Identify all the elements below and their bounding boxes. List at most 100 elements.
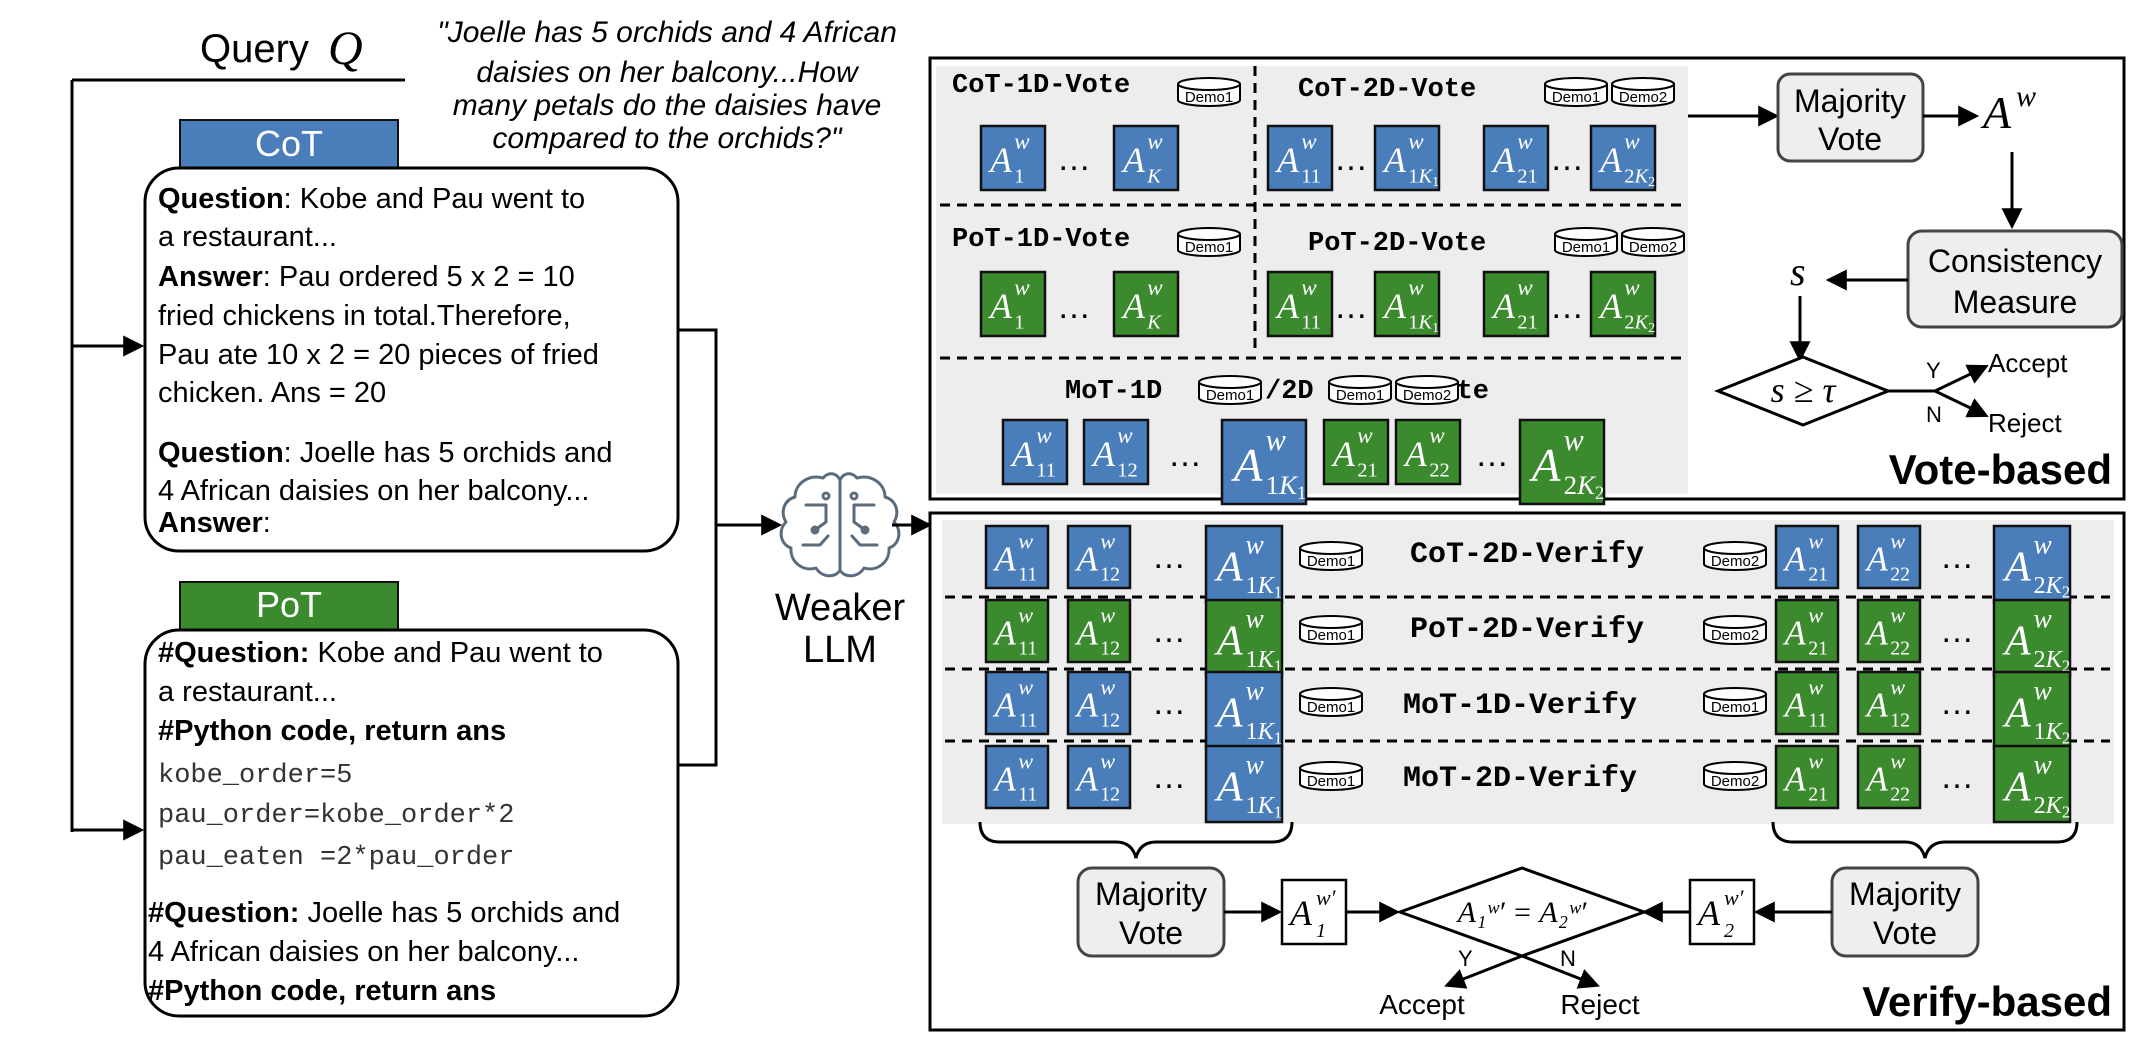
svg-text:Question: Joelle has 5 orchids: Question: Joelle has 5 orchids and — [158, 437, 613, 469]
svg-text:a restaurant...: a restaurant... — [158, 221, 337, 253]
mot2d-demo-left: Demo1 — [1299, 761, 1363, 791]
svg-text:2K2: 2K2 — [2034, 792, 2071, 822]
svg-text:A: A — [2002, 544, 2032, 591]
svg-text:A: A — [1491, 286, 1515, 326]
svg-text:Demo1: Demo1 — [1307, 627, 1355, 644]
condition-label: s ≥ τ — [1771, 370, 1837, 410]
pot2d-demo-right: Demo2 — [1703, 615, 1767, 645]
pot2d-ellipsis-1: … — [1334, 288, 1368, 326]
reject-label-top: Reject — [1988, 408, 2062, 438]
svg-text:1K1: 1K1 — [1246, 792, 1283, 822]
majority-label-1: Majority — [1794, 83, 1906, 119]
svg-text:11: 11 — [1808, 710, 1827, 732]
svg-text:w: w — [2016, 80, 2036, 113]
cot2d-ellipsis-2: … — [1550, 140, 1584, 178]
svg-text:chicken. Ans = 20: chicken. Ans = 20 — [158, 377, 386, 409]
cot2d-ellipsis-1: … — [1334, 140, 1368, 178]
pot2d-demo-left: Demo1 — [1299, 615, 1363, 645]
cot2d-left-ellipsis: … — [1152, 538, 1186, 576]
svg-text:21: 21 — [1517, 311, 1537, 333]
demo2-mot-2d: Demo2 — [1395, 375, 1459, 405]
reject-label-bottom: Reject — [1560, 989, 1640, 1020]
svg-text:Demo1: Demo1 — [1307, 773, 1355, 790]
svg-text:A: A — [1214, 544, 1244, 591]
svg-text:#Question: Kobe and Pau went t: #Question: Kobe and Pau went to — [158, 637, 603, 669]
svg-text:Demo1: Demo1 — [1307, 699, 1355, 716]
svg-text:1: 1 — [1014, 165, 1024, 187]
svg-text:w: w — [1624, 128, 1640, 154]
svg-text:A: A — [1865, 540, 1889, 579]
cot-header-label: CoT — [255, 123, 323, 164]
pot-header-label: PoT — [256, 584, 322, 625]
svg-text:Q: Q — [328, 22, 363, 75]
svg-text:A: A — [1403, 434, 1427, 474]
mot1d-demo-right: Demo1 — [1703, 687, 1767, 717]
arrow-accept-top — [1934, 364, 1989, 393]
cot-prompt-box — [143, 166, 680, 553]
svg-text:w′: w′ — [1724, 885, 1745, 910]
svg-text:Demo2: Demo2 — [1711, 553, 1759, 570]
svg-text:A: A — [1696, 893, 1721, 933]
mot2d-demo-right: Demo2 — [1703, 761, 1767, 791]
cot-prompt-text: Question: Kobe and Pau went to a restaur… — [158, 183, 613, 539]
svg-text:w: w — [2034, 529, 2053, 559]
svg-text:21: 21 — [1357, 459, 1377, 481]
svg-text:w: w — [1890, 674, 1905, 699]
svg-text:Demo1: Demo1 — [1562, 239, 1610, 256]
svg-text:w: w — [1018, 674, 1033, 699]
demo1-pot2d: Demo1 — [1554, 227, 1618, 257]
svg-text:Pau ate 10 x 2 = 20 pieces of: Pau ate 10 x 2 = 20 pieces of fried — [158, 339, 599, 371]
pot-header — [179, 581, 399, 631]
mot-ellipsis-2: … — [1475, 436, 1509, 474]
yes-label-top: Y — [1926, 358, 1941, 383]
svg-text:Demo1: Demo1 — [1206, 387, 1254, 404]
svg-text:2K2: 2K2 — [2034, 572, 2071, 602]
svg-text:w: w — [1246, 749, 1265, 779]
svg-text:A: A — [993, 760, 1017, 799]
svg-text:A: A — [993, 614, 1017, 653]
no-label-bottom: N — [1560, 946, 1576, 971]
arrow-accept-bottom — [1444, 954, 1523, 989]
svg-text:A: A — [1075, 686, 1099, 725]
no-label-top: N — [1926, 402, 1942, 427]
mot2d-left-ellipsis: … — [1152, 758, 1186, 796]
svg-text:Answer: Pau ordered 5 x 2 = 10: Answer: Pau ordered 5 x 2 = 10 — [158, 261, 575, 293]
svg-text:A: A — [1214, 764, 1244, 811]
svg-text:w: w — [1301, 274, 1317, 300]
svg-text:w: w — [1408, 274, 1424, 300]
pot-2d-verify-label: PoT-2D-Verify — [1410, 613, 1644, 647]
yes-label-bottom: Y — [1458, 946, 1473, 971]
svg-text:w: w — [1266, 423, 1286, 457]
mot-vote-label-a: MoT-1D — [1065, 377, 1162, 407]
svg-text:A: A — [993, 686, 1017, 725]
svg-text:daisies on her balcony...How: daisies on her balcony...How — [476, 56, 860, 89]
svg-text:w: w — [1147, 128, 1163, 154]
svg-text:12: 12 — [1890, 710, 1910, 732]
svg-text:11: 11 — [1036, 459, 1056, 481]
svg-text:w: w — [1301, 128, 1317, 154]
svg-text:w: w — [1100, 528, 1115, 553]
pot-2d-vote-label: PoT-2D-Vote — [1308, 229, 1486, 259]
mot-2d-verify-label: MoT-2D-Verify — [1403, 762, 1637, 796]
svg-text:w: w — [1808, 748, 1823, 773]
consistency-label-2: Measure — [1953, 284, 2078, 320]
svg-text:11: 11 — [1018, 784, 1037, 806]
svg-text:pau_order=kobe_order*2: pau_order=kobe_order*2 — [158, 801, 514, 831]
svg-text:A: A — [1865, 760, 1889, 799]
svg-text:many petals do the daisies hav: many petals do the daisies have — [453, 89, 882, 122]
cot2d-demo-right: Demo2 — [1703, 541, 1767, 571]
svg-text:#Question: Joelle has 5 orchid: #Question: Joelle has 5 orchids and — [148, 897, 620, 929]
svg-text:A: A — [1075, 540, 1099, 579]
cot2d-right-ellipsis: … — [1940, 538, 1974, 576]
svg-text:4 African daisies on her balco: 4 African daisies on her balcony... — [148, 936, 580, 968]
svg-text:w: w — [1429, 422, 1445, 448]
svg-text:22: 22 — [1890, 564, 1910, 586]
